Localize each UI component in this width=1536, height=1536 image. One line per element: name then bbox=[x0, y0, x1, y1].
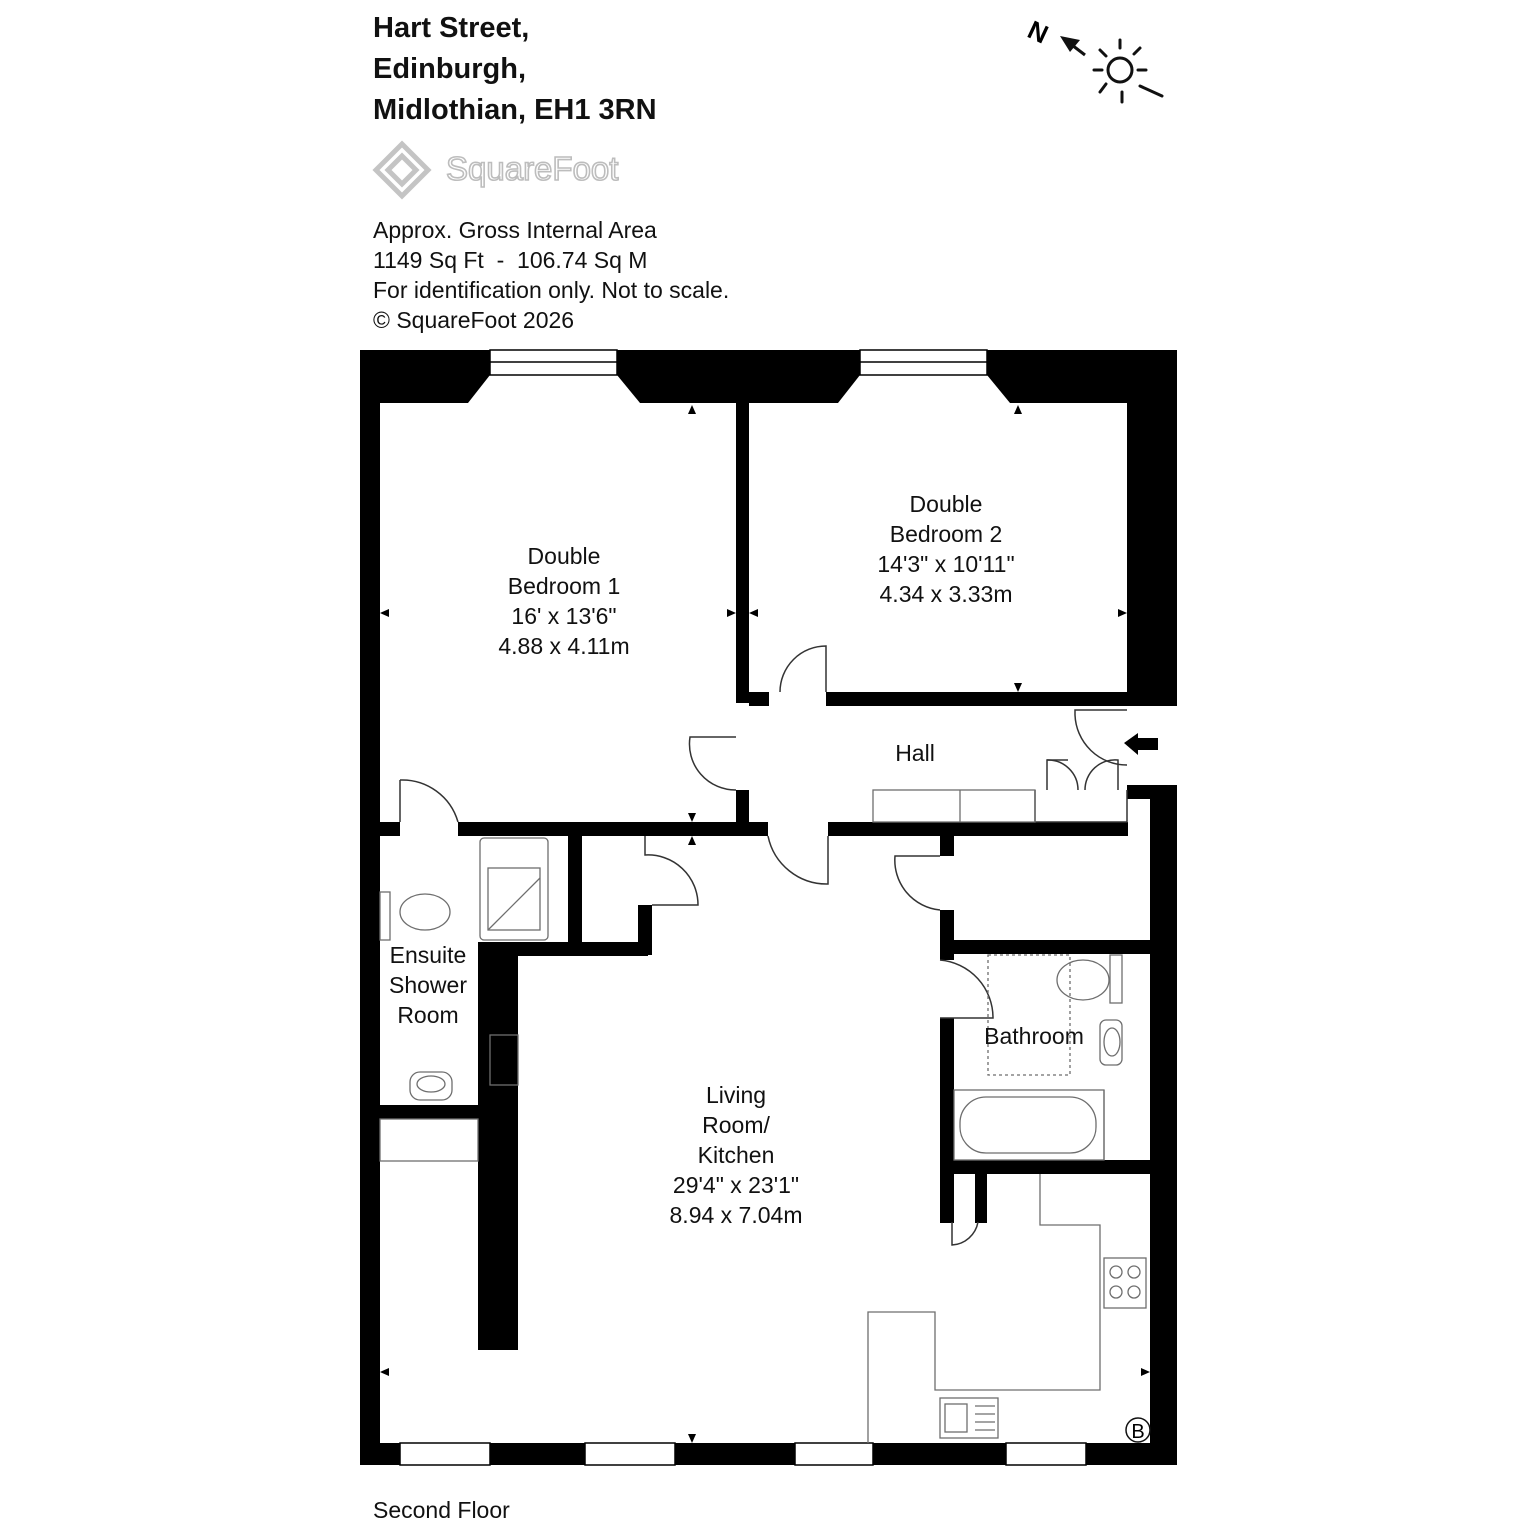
room-label-hall: Hall bbox=[895, 738, 935, 768]
area-info: Approx. Gross Internal Area 1149 Sq Ft -… bbox=[373, 215, 729, 335]
bedroom-2-name-2: Bedroom 2 bbox=[889, 521, 1003, 547]
area-value: 1149 Sq Ft - 106.74 Sq M bbox=[373, 247, 648, 273]
hall-name: Hall bbox=[895, 740, 935, 766]
living-name-3: Kitchen bbox=[697, 1142, 775, 1168]
room-label-living-kitchen: Living Room/ Kitchen 29'4" x 23'1" 8.94 … bbox=[670, 1080, 803, 1230]
windows bbox=[399, 349, 1087, 1466]
squarefoot-logo: SquareFoot bbox=[372, 140, 642, 200]
bedroom-1-imperial: 16' x 13'6" bbox=[511, 603, 617, 629]
bedroom-2-name-1: Double bbox=[909, 491, 983, 517]
area-title: Approx. Gross Internal Area bbox=[373, 217, 657, 243]
property-address: Hart Street, Edinburgh, Midlothian, EH1 … bbox=[373, 8, 657, 131]
bedroom-2-imperial: 14'3" x 10'11" bbox=[877, 551, 1015, 577]
disclaimer: For identification only. Not to scale. bbox=[373, 277, 730, 303]
boiler-icon bbox=[1125, 1417, 1151, 1443]
logo-text: SquareFoot bbox=[446, 150, 618, 187]
boiler-label: B bbox=[1131, 1421, 1144, 1443]
room-label-bedroom-2: Double Bedroom 2 14'3" x 10'11" 4.34 x 3… bbox=[877, 489, 1014, 609]
ensuite-name-3: Room bbox=[397, 1002, 459, 1028]
copyright: © SquareFoot 2026 bbox=[373, 307, 575, 333]
living-name-2: Room/ bbox=[702, 1112, 770, 1138]
living-metric: 8.94 x 7.04m bbox=[669, 1202, 803, 1228]
room-label-bedroom-1: Double Bedroom 1 16' x 13'6" 4.88 x 4.11… bbox=[498, 541, 629, 661]
address-line-2: Edinburgh, bbox=[373, 53, 527, 85]
floor-label: Second Floor bbox=[373, 1497, 510, 1523]
living-imperial: 29'4" x 23'1" bbox=[672, 1172, 800, 1198]
bedroom-1-name-1: Double bbox=[527, 543, 601, 569]
living-name-1: Living bbox=[705, 1082, 767, 1108]
bedroom-2-metric: 4.34 x 3.33m bbox=[879, 581, 1013, 607]
fixtures bbox=[379, 789, 1147, 1443]
dimension-markers bbox=[380, 405, 1150, 1443]
bedroom-1-name-2: Bedroom 1 bbox=[507, 573, 621, 599]
room-label-bathroom: Bathroom bbox=[984, 1021, 1084, 1051]
bedroom-1-metric: 4.88 x 4.11m bbox=[498, 633, 630, 659]
address-line-1: Hart Street, bbox=[373, 12, 530, 44]
walls bbox=[360, 350, 1177, 1465]
bathroom-name: Bathroom bbox=[984, 1023, 1084, 1049]
address-line-3: Midlothian, EH1 3RN bbox=[373, 94, 657, 126]
north-arrow-sun-icon: N bbox=[1020, 14, 1170, 110]
room-label-ensuite: Ensuite Shower Room bbox=[389, 940, 467, 1030]
ensuite-name-1: Ensuite bbox=[389, 942, 467, 968]
entrance-arrow-icon bbox=[1124, 733, 1158, 755]
ensuite-name-2: Shower bbox=[389, 972, 467, 998]
